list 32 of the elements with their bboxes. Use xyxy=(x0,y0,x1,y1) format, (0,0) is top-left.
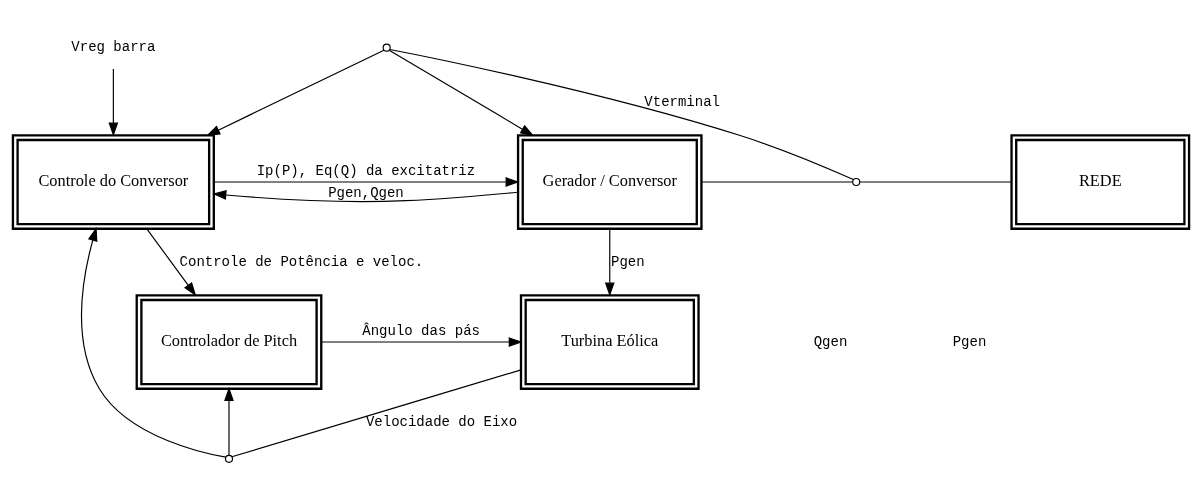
edge-label: Ângulo das pás xyxy=(362,322,480,339)
label: Qgen xyxy=(813,333,848,350)
arrow xyxy=(388,49,535,136)
node-box: Controlador de Pitch xyxy=(135,293,323,390)
node-box: REDE xyxy=(1010,133,1191,230)
arrow xyxy=(224,386,234,456)
connector xyxy=(389,48,854,180)
connector xyxy=(231,368,522,457)
label: Pgen xyxy=(952,333,987,350)
arrow xyxy=(108,67,119,137)
edge-label: Pgen xyxy=(611,253,645,270)
arrow xyxy=(206,49,385,136)
node-circle xyxy=(852,177,861,186)
edge-label: Velocidade do Eixo xyxy=(365,413,518,430)
arrow xyxy=(321,336,523,347)
node-box: Turbina Eólica xyxy=(519,293,700,390)
node-box: Controle do Conversor xyxy=(11,133,215,230)
node-circle xyxy=(224,454,234,463)
node-box: Gerador / Conversor xyxy=(516,133,703,230)
arrow xyxy=(604,227,615,297)
node-text: Vreg barra xyxy=(71,38,156,55)
edge-label: Vterminal xyxy=(644,93,720,110)
arrow xyxy=(146,227,197,296)
connector xyxy=(859,180,1012,183)
edge-label: Controle de Potência e veloc. xyxy=(179,253,424,270)
connector xyxy=(701,180,854,183)
arrow xyxy=(212,189,519,202)
arrow xyxy=(213,176,520,187)
edge-label: Pgen,Qgen xyxy=(328,184,404,201)
edge-label: Ip(P), Eq(Q) da excitatriz xyxy=(256,162,476,179)
arrow xyxy=(80,226,227,458)
node-circle xyxy=(382,43,391,52)
